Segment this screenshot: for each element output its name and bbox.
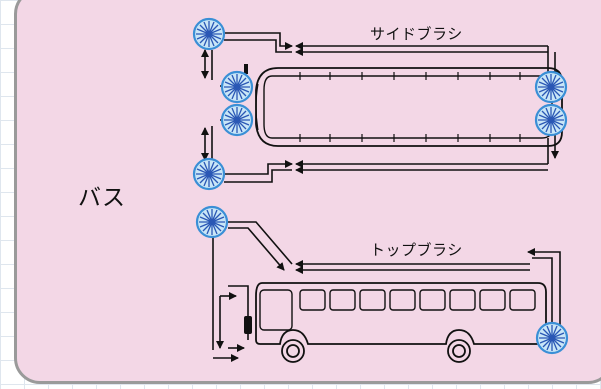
side-brush-label: サイドブラシ xyxy=(370,25,463,43)
brush-icon xyxy=(192,17,226,51)
side-brush-arrows xyxy=(201,32,559,183)
top-brush-arrows xyxy=(212,221,561,362)
bus-top-view xyxy=(244,64,563,147)
brush-icon xyxy=(220,103,254,137)
bus-side-view xyxy=(244,282,547,363)
brush-icon xyxy=(195,205,229,239)
diagram-panel xyxy=(14,0,601,384)
top-brushes xyxy=(195,205,569,355)
brush-icon xyxy=(220,70,254,104)
brush-icon xyxy=(535,321,569,355)
vehicle-type-label: バス xyxy=(78,185,126,211)
brush-icon xyxy=(534,103,568,137)
top-brush-label: トップブラシ xyxy=(370,241,463,259)
brush-icon xyxy=(192,157,226,191)
brush-icon xyxy=(534,70,568,104)
